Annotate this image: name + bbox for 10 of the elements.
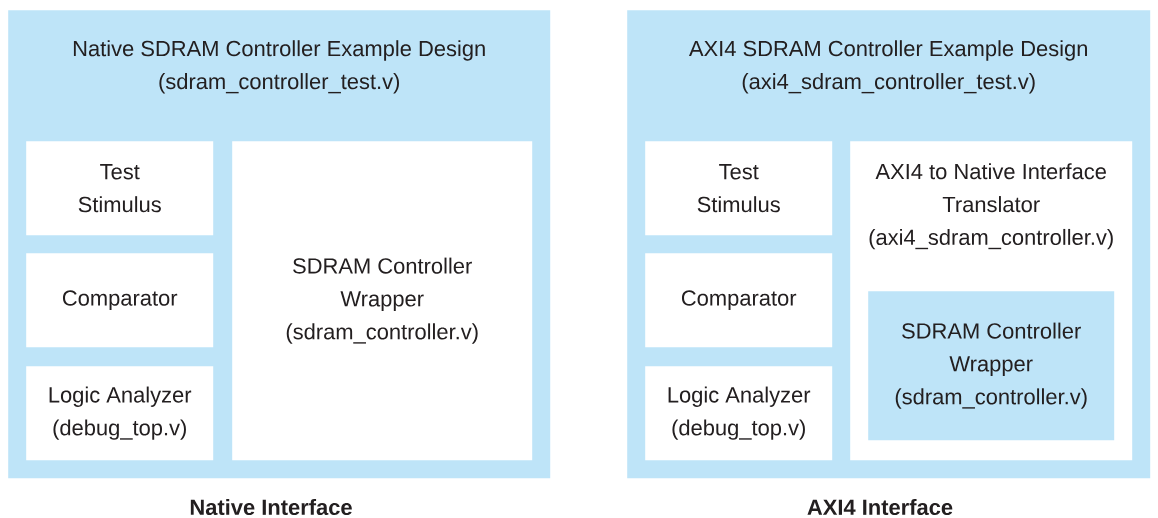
panel-caption: Native Interface <box>190 498 352 516</box>
module-box: Comparator <box>26 253 214 348</box>
module-box: SDRAM Controller Wrapper (sdram_controller.v) <box>868 291 1115 441</box>
module-box: Comparator <box>645 253 833 348</box>
module-box: Test Stimulus <box>645 141 833 236</box>
panel-caption: AXI4 Interface <box>807 498 953 516</box>
module-box: Logic Analyzer (debug_top.v) <box>26 366 214 461</box>
module-box: SDRAM Controller Wrapper (sdram_controller.v) <box>232 141 533 461</box>
module-box: Test Stimulus <box>26 141 214 236</box>
module-box: Logic Analyzer (debug_top.v) <box>645 366 833 461</box>
